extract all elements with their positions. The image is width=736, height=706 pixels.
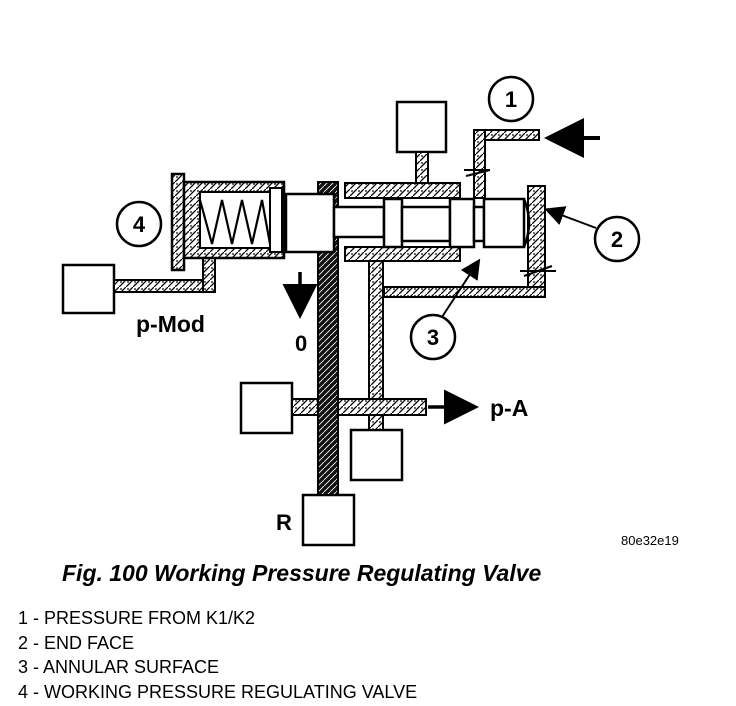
stop-marks (464, 169, 556, 277)
callout-1: 1 (487, 75, 535, 123)
callout-2-leader (544, 206, 597, 229)
svg-text:3: 3 (427, 325, 439, 350)
legend-item: 4 - WORKING PRESSURE REGULATING VALVE (18, 681, 418, 702)
spring-coil (198, 199, 272, 245)
callout-3-leader (439, 258, 481, 321)
svg-text:4: 4 (133, 212, 146, 237)
return-line-r (317, 181, 339, 496)
left-lower-box (239, 381, 294, 435)
left-pmod-box (61, 263, 116, 315)
svg-text:2: 2 (611, 227, 623, 252)
spring-housing (170, 172, 286, 272)
valve-diagram: 1 2 3 4 p-Mod 0 p-A R (61, 75, 641, 547)
label-zero: 0 (295, 331, 307, 356)
svg-text:1: 1 (505, 87, 517, 112)
callout-3: 3 (409, 313, 457, 361)
valve-spool (284, 192, 531, 254)
center-lower-box (349, 428, 404, 482)
legend-list: 1 - PRESSURE FROM K1/K2 2 - END FACE 3 -… (18, 606, 417, 704)
figure-reference-code: 80e32e19 (621, 533, 679, 548)
legend-item: 3 - ANNULAR SURFACE (18, 657, 220, 677)
legend-item: 2 - END FACE (18, 632, 135, 653)
fluid-lines (113, 129, 546, 431)
callout-2: 2 (593, 215, 641, 263)
top-source-box (395, 100, 448, 154)
label-p-a: p-A (490, 395, 528, 421)
label-p-mod: p-Mod (136, 311, 205, 337)
callout-4: 4 (115, 200, 163, 248)
label-r: R (276, 510, 292, 535)
legend-item: 1 - PRESSURE FROM K1/K2 (18, 608, 256, 628)
bottom-r-box (301, 493, 356, 547)
figure-caption: Fig. 100 Working Pressure Regulating Val… (62, 560, 542, 586)
